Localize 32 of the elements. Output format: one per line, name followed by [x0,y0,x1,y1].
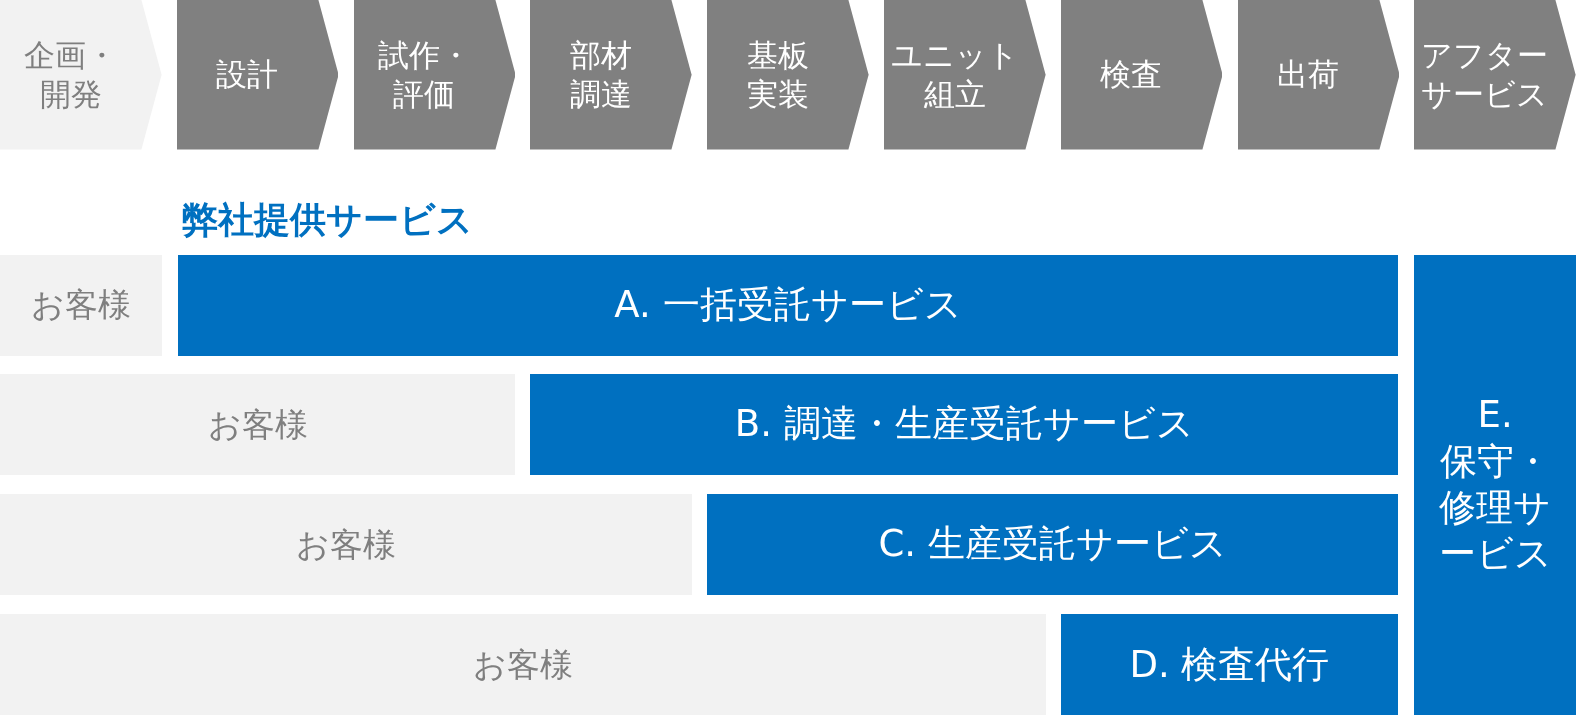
service-box [707,494,1399,595]
process-step [1414,0,1576,150]
section-title: 弊社提供サービス [181,197,473,242]
box-label: アフターサービス [1420,36,1550,114]
box-label: 検査 [1099,55,1164,95]
box-label: お客様 [471,644,574,686]
process-step [707,0,869,150]
service-box [530,373,1399,475]
box-label: B. 調達・生産受託サービス [733,401,1195,448]
box-label: ユニット組立 [889,36,1020,114]
box-label: C. 生産受託サービス [877,521,1228,568]
box-label: お客様 [29,284,132,326]
service-box [1414,254,1576,716]
process-step [1060,0,1223,150]
box-label: 設計 [215,55,280,95]
box-label: お客様 [295,523,397,566]
process-step [530,0,692,150]
box-label: 企画・開発 [23,36,119,114]
box-label: A. 一括受託サービス [613,281,963,328]
box-label: 出荷 [1276,55,1341,95]
process-step [176,0,339,150]
box-label: お客様 [206,403,309,445]
box-label: 部材調達 [569,36,634,114]
box-label: 基板実装 [745,36,810,114]
box-label: D. 検査代行 [1128,641,1331,688]
service-box [1060,614,1399,716]
process-step [353,0,516,150]
box-label: E. 保守・修理サービス [1437,392,1553,578]
box-label: 試作・評価 [376,36,472,114]
process-step [1237,0,1400,150]
process-step [883,0,1046,150]
service-box [177,254,1399,356]
